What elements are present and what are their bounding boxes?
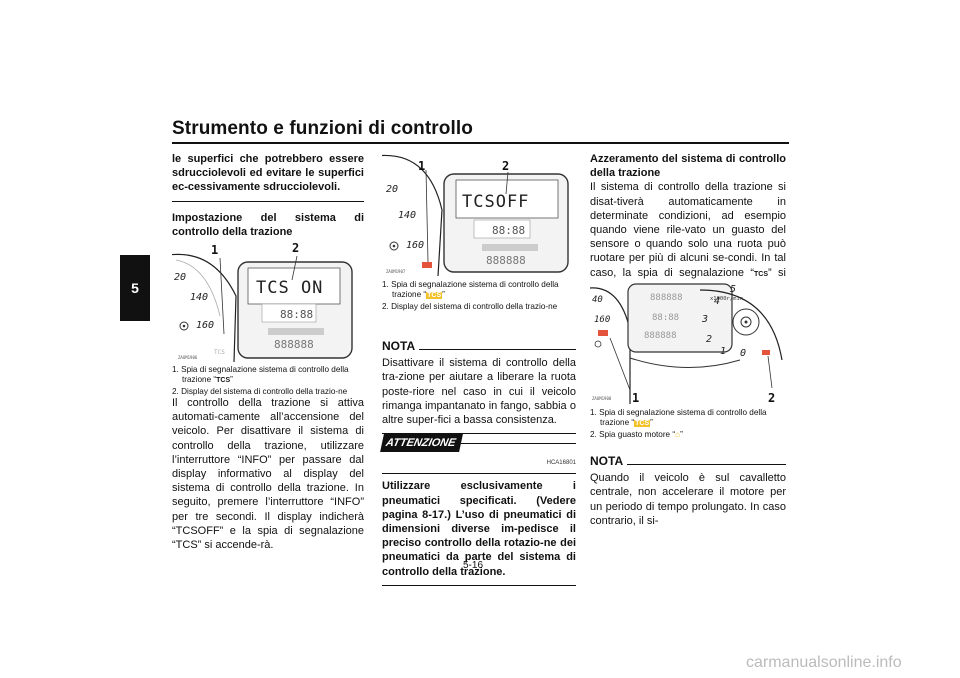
svg-text:140: 140 xyxy=(398,210,416,221)
callout-1: 1 xyxy=(211,243,218,257)
dashboard-illustration-tach: 40 160 888888 88:88 888888 x1000r/min 5 … xyxy=(589,283,783,405)
svg-text:88:88: 88:88 xyxy=(280,308,313,321)
caption-3-item-2: 2. Spia guasto motore “⌂” xyxy=(590,429,683,439)
svg-text:20: 20 xyxy=(386,184,398,195)
caption-2-item-1: 1. Spia di segnalazione sistema di contr… xyxy=(382,280,559,300)
svg-text:2: 2 xyxy=(706,334,712,345)
caption-list-1: 1. Spia di segnalazione sistema di contr… xyxy=(172,365,364,397)
attenzione-badge: ATTENZIONE xyxy=(380,434,464,453)
figure-code: ZAUM1908 xyxy=(592,396,612,401)
svg-text:TCS: TCS xyxy=(214,349,225,356)
watermark: carmanualsonline.info xyxy=(746,654,902,671)
nota-label: NOTA xyxy=(590,454,624,468)
svg-text:888888: 888888 xyxy=(274,338,314,351)
divider xyxy=(382,433,576,435)
caption-list-2: 1. Spia di segnalazione sistema di contr… xyxy=(382,280,576,312)
tcs-icon: TCS xyxy=(426,292,443,300)
callout-2: 2 xyxy=(502,159,509,173)
caption-2-item-2: 2. Display del sistema di controllo dell… xyxy=(382,301,558,311)
section-heading-azzeramento: Azzeramento del sistema di controllo del… xyxy=(590,153,786,180)
figure-code: ZAUM1907 xyxy=(386,269,406,274)
dashboard-illustration-tcs-off: 20 140 160 TCSOFF 88:88 888888 1 2 ZAUM1… xyxy=(375,154,569,277)
nota-text: Disattivare il sistema di controllo dell… xyxy=(382,357,576,427)
callout-2: 2 xyxy=(292,241,299,255)
svg-text:160: 160 xyxy=(196,320,214,331)
figure-tcs-on: 20 140 160 TCS ON 88:88 888888 TCS 1 2 Z… xyxy=(161,236,364,363)
section-heading-impostazione: Impostazione del sistema di controllo de… xyxy=(172,211,364,238)
divider xyxy=(382,584,576,586)
svg-text:40: 40 xyxy=(592,295,603,305)
tach-label: x1000r/min xyxy=(710,296,743,302)
caption-3-item-1: 1. Spia di segnalazione sistema di contr… xyxy=(590,408,767,428)
tcs-icon: TCS xyxy=(754,270,768,278)
caption-1-item-1: 1. Spia di segnalazione sistema di contr… xyxy=(172,365,349,385)
tcs-icon: TCS xyxy=(634,420,651,428)
dashboard-illustration-tcs-on: 20 140 160 TCS ON 88:88 888888 TCS 1 2 Z… xyxy=(161,241,353,363)
divider xyxy=(382,473,576,475)
header-rule xyxy=(172,142,789,144)
body-text-col1: Il controllo della trazione si attiva au… xyxy=(172,397,364,552)
callout-1: 1 xyxy=(632,391,639,404)
nota-label: NOTA xyxy=(382,339,416,353)
chapter-tab: 5 xyxy=(120,255,150,321)
caption-1-item-2: 2. Display del sistema di controllo dell… xyxy=(172,386,348,396)
svg-text:160: 160 xyxy=(594,315,610,325)
lcd-text: TCSOFF xyxy=(462,192,529,212)
tcs-icon: TCS xyxy=(216,377,231,385)
caption-list-3: 1. Spia di segnalazione sistema di contr… xyxy=(590,408,786,440)
svg-text:20: 20 xyxy=(174,272,186,283)
attenzione-block: ATTENZIONE HCA16801 Utilizzare esclusiva… xyxy=(380,434,576,586)
callout-1: 1 xyxy=(418,159,425,173)
attenzione-text: Utilizzare esclusivamente i pneumatici s… xyxy=(382,480,576,578)
figure-tcs-off: 20 140 160 TCSOFF 88:88 888888 1 2 ZAUM1… xyxy=(375,150,576,277)
lcd-text: TCS ON xyxy=(256,278,323,298)
svg-text:5: 5 xyxy=(730,284,736,295)
column-1: le superfici che potrebbero essere sdruc… xyxy=(172,152,364,239)
attenzione-code: HCA16801 xyxy=(546,460,576,467)
svg-text:4: 4 xyxy=(714,296,720,307)
page-number: 5-16 xyxy=(463,560,484,571)
figure-engine-warning: 40 160 888888 88:88 888888 x1000r/min 5 … xyxy=(589,280,786,405)
figure-code: ZAUM1906 xyxy=(178,355,198,360)
svg-text:0: 0 xyxy=(740,348,746,359)
nota-text: Quando il veicolo è sul cavalletto centr… xyxy=(590,472,786,527)
callout-2: 2 xyxy=(768,391,775,404)
svg-text:888888: 888888 xyxy=(644,331,677,341)
svg-text:1: 1 xyxy=(720,346,726,357)
divider xyxy=(172,200,364,202)
page-title: Strumento e funzioni di controllo xyxy=(172,118,473,139)
svg-text:160: 160 xyxy=(406,240,424,251)
svg-text:140: 140 xyxy=(190,292,208,303)
svg-text:88:88: 88:88 xyxy=(492,224,525,237)
svg-text:3: 3 xyxy=(701,314,708,325)
svg-text:888888: 888888 xyxy=(650,293,683,303)
nota-block-col2: NOTA Disattivare il sistema di controllo… xyxy=(382,339,576,435)
intro-bold-text: le superfici che potrebbero essere sdruc… xyxy=(172,153,364,194)
nota-block-col3: NOTA Quando il veicolo è sul cavalletto … xyxy=(590,454,786,528)
svg-text:888888: 888888 xyxy=(486,254,526,267)
engine-icon: ⌂ xyxy=(675,429,681,439)
svg-text:88:88: 88:88 xyxy=(652,313,679,323)
